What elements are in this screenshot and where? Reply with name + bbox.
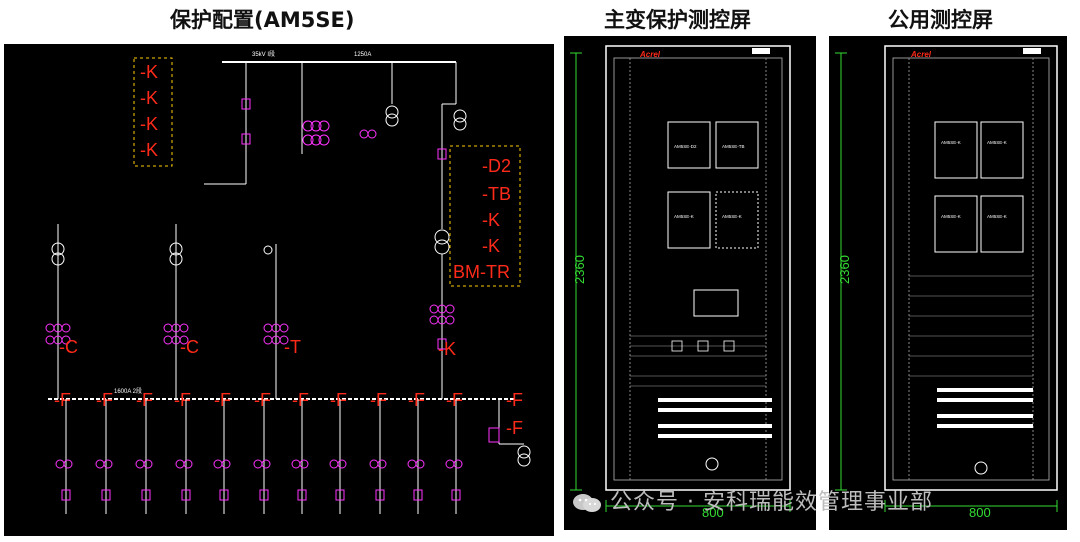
f-label-2: -F [96, 390, 113, 410]
tr-label-k1: -K [482, 210, 500, 230]
f-small-label: -F [506, 418, 523, 438]
feeder-column-2 [163, 224, 189, 399]
wechat-icon [573, 494, 601, 512]
public-device-3: AM5SE-K [941, 214, 961, 219]
protection-config-title: 保护配置(AM5SE) [170, 8, 355, 32]
tr-label-d2: -D2 [482, 156, 511, 176]
public-panel-title: 公用测控屏 [888, 8, 993, 32]
tr-label-k2: -K [482, 236, 500, 256]
f-label-1: -F [54, 390, 71, 410]
k-legend-box [133, 57, 173, 167]
watermark-text: 公众号 · 安科瑞能效管理事业部 [610, 490, 933, 515]
outgoing-feeders [65, 399, 457, 514]
main-height-dimension: 2360 [572, 255, 587, 284]
feeder-column-3 [263, 244, 289, 399]
public-devices [934, 121, 1024, 253]
main-transformer-cabinet-drawing: 2360 800 Acrel AM5SE-D2 AM5SE-TB AM5SE-K… [570, 45, 791, 520]
f-label-10: -F [408, 390, 425, 410]
f-label-9: -F [370, 390, 387, 410]
tr-label-bmtr: BM-TR [453, 262, 510, 282]
public-device-2: AM5SE-K [987, 140, 1007, 145]
main-brand-logo: Acrel [639, 50, 661, 59]
outgoing-ct-row [55, 459, 463, 501]
main-device-2: AM5SE-TB [722, 144, 745, 149]
hv-feeder-2 [301, 62, 330, 154]
public-device-4: AM5SE-K [987, 214, 1007, 219]
public-width-dimension: 800 [969, 505, 991, 520]
public-terminal-rows [937, 388, 1033, 428]
incomer-k-label: -K [438, 339, 456, 359]
f-label-8: -F [330, 390, 347, 410]
public-height-dimension: 2360 [837, 255, 852, 284]
main-terminal-rows [658, 398, 772, 438]
main-display-window [693, 289, 739, 317]
f-label-7: -F [292, 390, 309, 410]
main-transformer-cabinet-panel: 2360 800 Acrel AM5SE-D2 AM5SE-TB AM5SE-K… [564, 36, 816, 530]
station-transformer [488, 399, 531, 467]
main-transformer-branch [429, 62, 467, 399]
transformer-protection-box [449, 145, 521, 287]
feeder-c-label-2: -C [180, 337, 199, 357]
hv-pt [359, 62, 399, 139]
main-device-4: AM5SE-K [722, 214, 742, 219]
single-line-diagram-canvas: 35kV I段 1250A -K -K -K -K - [45, 50, 531, 514]
f-label-4: -F [174, 390, 191, 410]
k-legend-label-4: -K [140, 140, 158, 160]
k-legend-label-3: -K [140, 114, 158, 134]
main-width-dimension: 800 [702, 505, 724, 520]
f-label-3: -F [136, 390, 153, 410]
main-device-3: AM5SE-K [674, 214, 694, 219]
lv-bus-label: 1600A 2段 [114, 387, 142, 395]
f-label-11: -F [446, 390, 463, 410]
feeder-column-1 [45, 224, 71, 399]
f-label-12: -F [506, 390, 523, 410]
hv-feeder-1 [204, 62, 251, 185]
feeder-c-label-1: -C [59, 337, 78, 357]
single-line-diagram: 35kV I段 1250A -K -K -K -K - [4, 44, 554, 536]
main-device-1: AM5SE-D2 [674, 144, 697, 149]
public-cabinet-panel: 2360 800 Acrel AM5SE-K AM5SE-K AM5SE-K A… [829, 36, 1067, 530]
public-cabinet-frame [884, 45, 1058, 491]
f-label-5: -F [214, 390, 231, 410]
hv-bus-label: 35kV I段 [252, 50, 275, 58]
k-legend-label-2: -K [140, 88, 158, 108]
wechat-watermark: 公众号 · 安科瑞能效管理事业部 [572, 484, 933, 516]
feeder-t-label: -T [284, 337, 301, 357]
k-legend-label-1: -K [140, 62, 158, 82]
f-label-6: -F [254, 390, 271, 410]
tr-label-tb: -TB [482, 184, 511, 204]
main-transformer-panel-title: 主变保护测控屏 [604, 8, 751, 32]
public-cabinet-drawing: 2360 800 Acrel AM5SE-K AM5SE-K AM5SE-K A… [835, 45, 1058, 520]
public-grounding-knob [974, 461, 988, 475]
main-cabinet-frame [605, 45, 791, 491]
public-rail-lines [909, 275, 1033, 377]
public-device-1: AM5SE-K [941, 140, 961, 145]
hv-rating-label: 1250A [354, 52, 371, 58]
public-brand-logo: Acrel [910, 50, 932, 59]
main-switches [671, 340, 735, 352]
main-devices [667, 121, 759, 249]
main-grounding-knob [705, 457, 719, 471]
